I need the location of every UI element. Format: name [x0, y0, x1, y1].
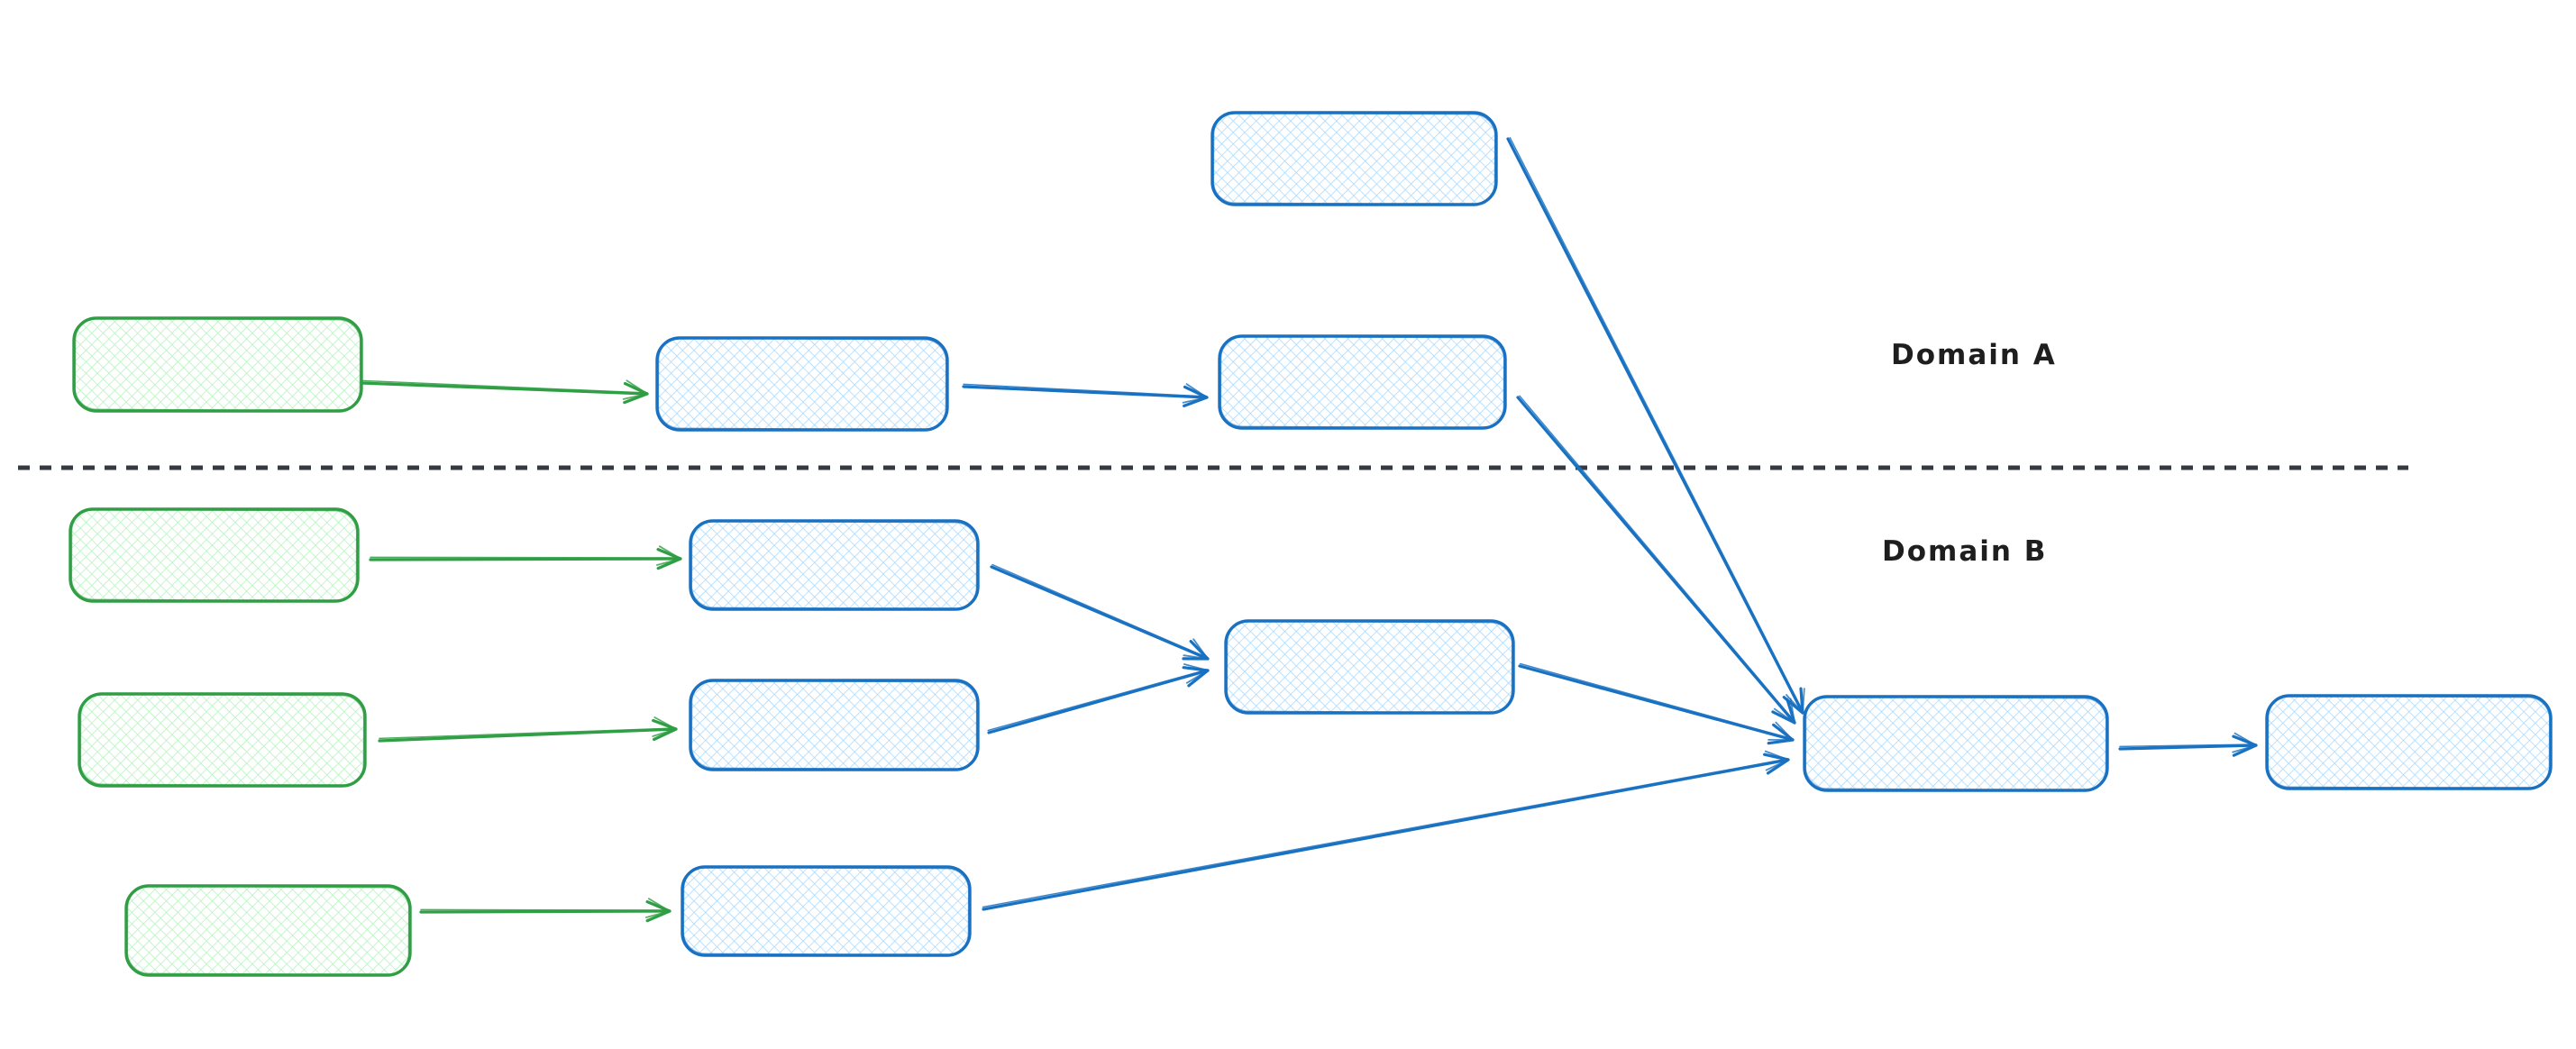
domain-b-source2-node-sketch-border: [79, 693, 365, 787]
sink-node-sketch-border: [1804, 696, 2107, 791]
domain-b-stage1c-node: [681, 865, 972, 957]
output-node-sketch-border: [2267, 695, 2551, 789]
edge-a-source-to-stage1: [360, 379, 649, 405]
domain-b-stage1a-node-box: [689, 519, 980, 611]
domain-b-source3-node-box: [124, 884, 412, 977]
edge-sink-to-output-sketch-line: [2119, 743, 2257, 748]
sink-node: [1803, 695, 2109, 792]
domain-a-stage2-node-box: [1218, 334, 1507, 430]
edge-a-top-to-sink-arrowhead-sketch-icon: [1786, 688, 1805, 714]
edges-layer: [360, 137, 2258, 923]
domain-b-source1-node-box: [69, 507, 360, 603]
edge-b-stage1c-to-sink-arrowhead-sketch-icon: [1764, 750, 1789, 771]
edge-a-top-to-sink-sketch-line: [1509, 137, 1804, 714]
edge-b-stage1b-to-merge-line: [987, 669, 1210, 734]
domain-b-stage1b-node-box: [689, 679, 980, 771]
edge-b-source2-to-stage1b-sketch-line: [379, 727, 677, 740]
edge-b-source1-to-stage1a-line: [369, 557, 682, 561]
edge-b-stage1c-to-sink-sketch-line: [982, 758, 1789, 908]
domain-a-source-node: [72, 316, 363, 413]
edge-b-source3-to-stage1c-line: [419, 909, 671, 914]
domain-a-stage1-node-box: [655, 336, 949, 432]
domain-b-merge-node-sketch-border: [1226, 620, 1513, 714]
output-node: [2265, 694, 2553, 790]
edge-b-stage1b-to-merge: [987, 663, 1210, 734]
edge-b-source3-to-stage1c-arrowhead-sketch-icon: [645, 898, 671, 918]
domain-b-stage1b-node-sketch-border: [690, 680, 978, 771]
domain-b-source3-node-sketch-border: [126, 885, 410, 976]
domain-b-source2-node: [78, 692, 367, 788]
edge-b-stage1a-to-merge: [990, 563, 1210, 661]
edge-a-stage1-to-stage2: [962, 383, 1209, 407]
domain-b-stage1a-node-sketch-border: [690, 520, 978, 610]
domain-a-top-node-sketch-border: [1212, 112, 1496, 205]
edge-sink-to-output-arrowhead-sketch-icon: [2232, 732, 2257, 753]
edge-b-source2-to-stage1b: [378, 716, 678, 743]
edge-a-source-to-stage1-sketch-line: [361, 379, 648, 394]
domain-b-source2-node-box: [78, 692, 367, 788]
edge-a-top-to-sink: [1506, 137, 1805, 715]
edge-b-merge-to-sink: [1518, 662, 1795, 745]
domain-b-source1-node-sketch-border: [70, 508, 358, 602]
domain-a-label: Domain A: [1891, 339, 2057, 371]
edge-a-stage2-to-sink-arrowhead-sketch-icon: [1773, 698, 1795, 724]
edge-sink-to-output-line: [2118, 743, 2258, 751]
edge-sink-to-output: [2118, 732, 2258, 757]
domain-b-stage1a-node: [689, 519, 980, 611]
domain-a-stage1-node-sketch-border: [657, 337, 947, 431]
domain-b-stage1c-node-sketch-border: [682, 866, 970, 956]
domain-b-merge-node: [1224, 619, 1515, 715]
edge-a-source-to-stage1-line: [360, 381, 649, 396]
edge-b-source1-to-stage1a: [369, 545, 682, 570]
edge-a-top-to-sink-line: [1506, 137, 1804, 715]
edge-b-source1-to-stage1a-arrowhead-sketch-icon: [656, 545, 681, 566]
edge-a-stage1-to-stage2-line: [962, 385, 1209, 399]
domain-a-source-node-sketch-border: [74, 317, 361, 412]
edge-b-stage1a-to-merge-sketch-line: [991, 563, 1210, 659]
edge-b-stage1c-to-sink: [982, 750, 1790, 911]
edge-b-source3-to-stage1c-sketch-line: [420, 908, 671, 911]
domain-a-source-node-box: [72, 316, 363, 413]
labels-layer: Domain A Domain B: [1882, 339, 2057, 568]
edge-b-source2-to-stage1b-line: [378, 727, 678, 743]
output-node-box: [2265, 694, 2553, 790]
edge-b-stage1a-to-merge-line: [990, 565, 1210, 661]
edge-a-stage2-to-sink: [1516, 395, 1796, 725]
edge-a-stage2-to-sink-sketch-line: [1519, 395, 1796, 724]
domain-b-label: Domain B: [1882, 535, 2047, 568]
edge-a-source-to-stage1-arrowhead-sketch-icon: [622, 379, 648, 400]
edge-b-source3-to-stage1c: [419, 898, 671, 923]
domain-a-stage2-node-sketch-border: [1219, 335, 1505, 429]
edge-a-stage1-to-stage2-sketch-line: [963, 383, 1208, 397]
domain-b-source1-node: [69, 507, 360, 603]
domain-b-stage1b-node: [689, 679, 980, 771]
edge-a-stage2-to-sink-line: [1516, 396, 1796, 725]
edge-b-source2-to-stage1b-arrowhead-sketch-icon: [652, 716, 677, 737]
domain-b-merge-node-box: [1224, 619, 1515, 715]
edge-b-stage1a-to-merge-arrowhead-sketch-icon: [1183, 638, 1209, 660]
edge-b-merge-to-sink-sketch-line: [1519, 662, 1795, 740]
edge-b-stage1b-to-merge-sketch-line: [987, 669, 1209, 732]
edge-b-merge-to-sink-arrowhead-sketch-icon: [1768, 721, 1794, 741]
edge-b-stage1b-to-merge-arrowhead-sketch-icon: [1183, 663, 1209, 684]
edge-b-merge-to-sink-line: [1518, 664, 1795, 742]
edge-b-source1-to-stage1a-sketch-line: [370, 556, 681, 559]
domain-a-top-node: [1210, 111, 1498, 206]
domain-a-top-node-box: [1210, 111, 1498, 206]
edge-b-stage1c-to-sink-line: [982, 758, 1790, 911]
edge-a-stage1-to-stage2-arrowhead-sketch-icon: [1182, 383, 1208, 404]
domain-b-stage1c-node-box: [681, 865, 972, 957]
domain-a-stage1-node: [655, 336, 949, 432]
domain-b-source3-node: [124, 884, 412, 977]
sink-node-box: [1803, 695, 2109, 792]
domain-a-stage2-node: [1218, 334, 1507, 430]
nodes-layer: [69, 111, 2553, 977]
